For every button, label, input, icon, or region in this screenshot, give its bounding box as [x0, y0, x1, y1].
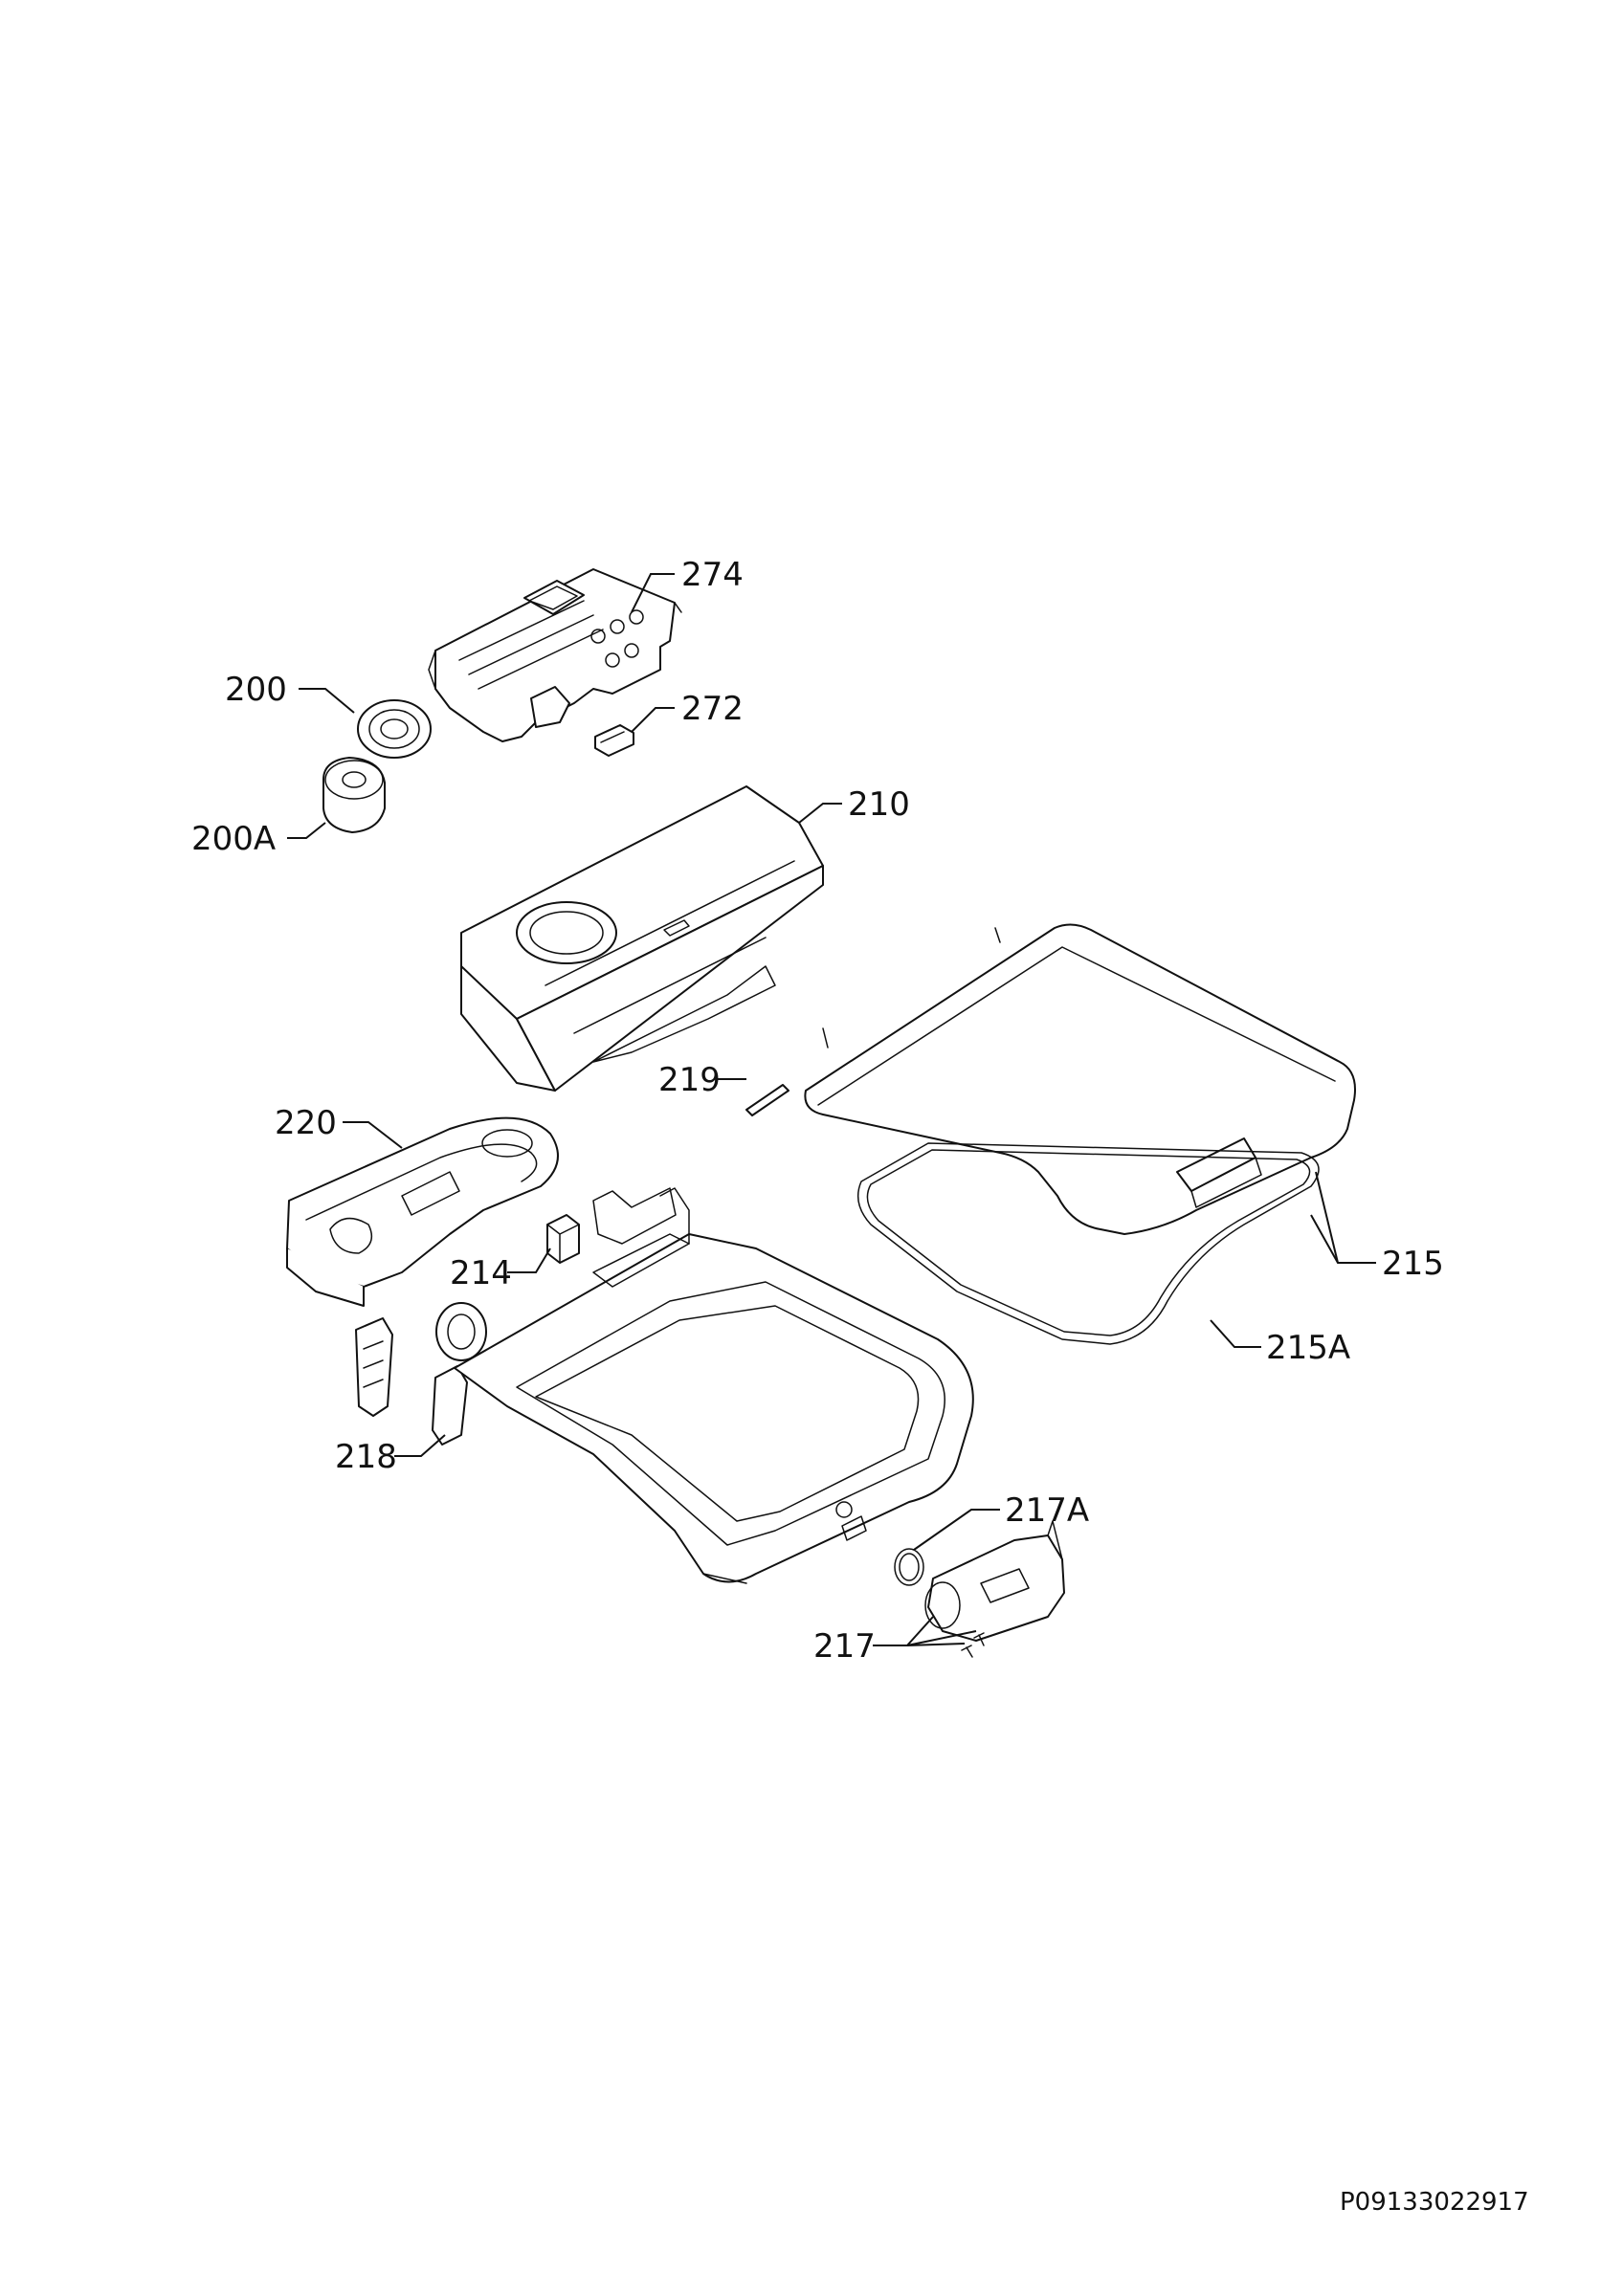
callout-217: 217: [813, 1627, 876, 1666]
drawer-housing-tub: [454, 1187, 974, 1584]
callout-220: 220: [275, 1104, 337, 1142]
callout-218: 218: [335, 1438, 397, 1476]
callout-200a: 200A: [191, 820, 276, 858]
callout-labels: 274 200 272 210 200A 219 220 214 215 215…: [191, 556, 1444, 1666]
callout-215: 215: [1382, 1245, 1444, 1283]
part-210-control-panel: [460, 785, 824, 1092]
callout-210: 210: [848, 785, 910, 824]
part-217a-seal-ring: [894, 1548, 924, 1586]
part-218-interlock: [355, 1302, 487, 1446]
part-220-detergent-drawer: [286, 1116, 559, 1307]
callout-219: 219: [658, 1061, 721, 1099]
part-217-outlet: [924, 1520, 1065, 1658]
part-215-lid: [804, 923, 1356, 1235]
callout-214: 214: [450, 1254, 512, 1292]
callout-200: 200: [225, 671, 287, 709]
part-274-control-board: [428, 568, 682, 742]
part-200a-knob-base: [322, 757, 386, 833]
callout-217a: 217A: [1005, 1491, 1089, 1530]
callout-274: 274: [681, 556, 744, 594]
part-219-hinge-pin: [745, 1084, 789, 1116]
part-214-valve: [546, 1214, 580, 1264]
part-272-connector: [594, 724, 634, 757]
part-200-knob: [357, 699, 432, 759]
document-number: P09133022917: [1340, 2188, 1529, 2217]
callout-272: 272: [681, 690, 744, 728]
callout-215a: 215A: [1266, 1329, 1350, 1367]
part-215a-lid-gasket: [856, 1142, 1320, 1345]
leader-lines: [287, 573, 1376, 1646]
